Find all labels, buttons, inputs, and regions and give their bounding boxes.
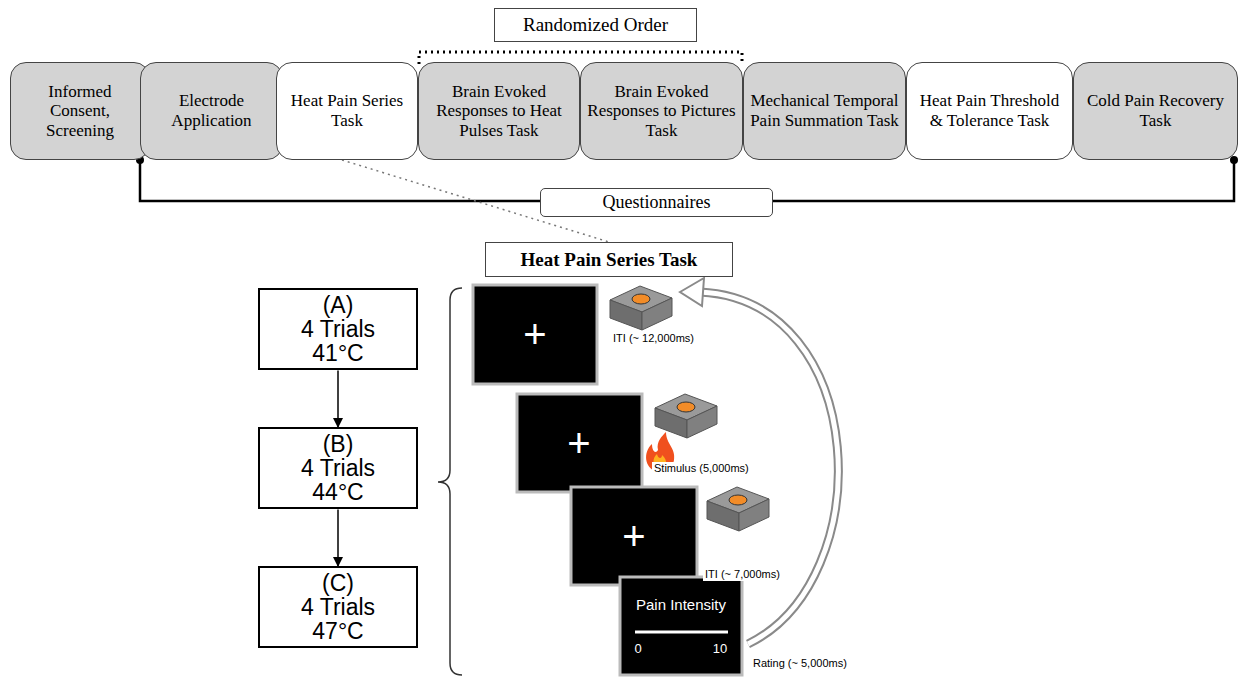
node-text: Heat Pain Series Task [521,249,698,271]
process-box: Heat Pain Series Task [276,62,418,160]
process-box: Mechanical Temporal Pain Summation Task [743,62,906,160]
timing-label: ITI (~ 12,000ms) [611,332,696,345]
return-arrowhead [680,278,704,306]
block-box: (C)4 Trials47°C [258,566,418,648]
node-text: 47°C [312,619,363,643]
node-text: (B) [323,432,354,456]
heading-box: Heat Pain Series Task [485,242,733,277]
process-box: Cold Pain Recovery Task [1073,62,1238,160]
node-text: 44°C [312,480,363,504]
curly-brace [438,288,462,675]
thermode-probe [707,487,769,531]
fixation-cross: + [622,516,645,556]
process-box: Brain Evoked Responses to Heat Pulses Ta… [418,62,580,160]
node-text: 4 Trials [301,595,375,619]
node-text: Informed Consent, Screening [17,82,143,141]
node-text: 4 Trials [301,456,375,480]
thermode-probe [610,286,672,330]
node-text: Heat Pain Series Task [283,91,411,130]
rating-scale [635,631,728,634]
block-box: (A)4 Trials41°C [258,288,418,370]
node-text: 41°C [312,341,363,365]
node-text: Cold Pain Recovery Task [1080,91,1231,130]
thermode-probe [655,394,717,438]
node-text: Questionnaires [603,192,711,213]
process-box: Brain Evoked Responses to Pictures Task [580,62,743,160]
fixation-cross: + [523,314,546,354]
connector [337,509,339,566]
screen [473,285,597,384]
process-box: Informed Consent, Screening [10,62,150,160]
timing-label: Stimulus (5,000ms) [652,462,751,475]
node-text: Brain Evoked Responses to Heat Pulses Ta… [425,82,573,141]
node-text: 4 Trials [301,317,375,341]
node-text: Electrode Application [147,91,276,130]
process-box: Electrode Application [140,62,283,160]
fixation-cross: + [567,423,590,463]
node-text: (A) [323,293,354,317]
process-box: Heat Pain Threshold & Tolerance Task [906,62,1073,160]
node-text: Mechanical Temporal Pain Summation Task [750,91,899,130]
timing-label: ITI (~ 7,000ms) [703,568,782,581]
scale-title: Pain Intensity [636,597,726,612]
heading-box: Randomized Order [494,8,697,42]
node-text: Brain Evoked Responses to Pictures Task [587,82,736,141]
label-box: Questionnaires [540,188,773,217]
screen [571,487,697,585]
connector-dot [1230,156,1238,164]
block-box: (B)4 Trials44°C [258,427,418,509]
screen [620,577,742,675]
node-text: Randomized Order [523,14,668,36]
timing-label: Rating (~ 5,000ms) [751,657,849,670]
node-text: (C) [322,571,354,595]
screen [517,394,642,492]
scale-tick: 0 [634,642,641,655]
node-text: Heat Pain Threshold & Tolerance Task [913,91,1066,130]
scale-tick: 10 [713,642,727,655]
connector [337,370,339,427]
